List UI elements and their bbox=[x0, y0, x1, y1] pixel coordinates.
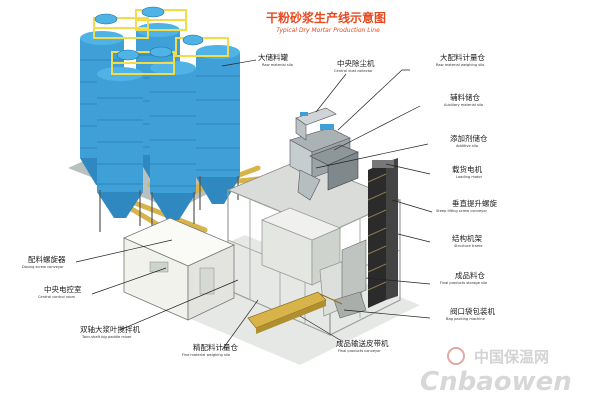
svg-text:Cnbaowen: Cnbaowen bbox=[420, 367, 572, 397]
svg-text:配料螺旋器: 配料螺旋器 bbox=[28, 254, 66, 264]
label-bag-packing-machine: 阀口袋包装机 Bag packing machine bbox=[446, 306, 495, 321]
svg-text:载货电机: 载货电机 bbox=[452, 164, 482, 174]
silo bbox=[97, 67, 143, 218]
lifting-screw-tower bbox=[367, 158, 398, 308]
silo bbox=[150, 61, 196, 220]
svg-text:Structure frame: Structure frame bbox=[454, 244, 483, 248]
watermark: 中国保温网 Cnbaowen bbox=[420, 347, 572, 397]
svg-text:大储料罐: 大储料罐 bbox=[258, 52, 288, 62]
label-dosing-screw-conveyor: 配料螺旋器 Dosing screw conveyor bbox=[22, 254, 66, 269]
raw-material-silos bbox=[80, 6, 240, 232]
label-central-dust-collector: 中央除尘机 Central dust collector bbox=[334, 58, 375, 73]
weighing-silos bbox=[289, 127, 359, 201]
label-fine-material-weighing-silo: 精配料计量仓 Fine material weighing silo bbox=[182, 342, 238, 357]
svg-text:Bag packing machine: Bag packing machine bbox=[446, 317, 486, 321]
label-auxiliary-material-silo: 辅料储仓 Auxiliary material silo bbox=[444, 92, 483, 107]
label-loading-motor: 载货电机 Loading motor bbox=[452, 164, 483, 179]
svg-text:Additive silo: Additive silo bbox=[456, 144, 478, 148]
svg-text:精配料计量仓: 精配料计量仓 bbox=[193, 342, 238, 352]
label-raw-material-silo: 大储料罐 Raw material silo bbox=[258, 52, 293, 67]
svg-text:中央除尘机: 中央除尘机 bbox=[337, 58, 375, 68]
svg-text:Central dust collector: Central dust collector bbox=[334, 69, 373, 73]
label-final-products-storage-silo: 成品料仓 Final products storage silo bbox=[440, 270, 487, 285]
label-twin-shaft-mixer: 双轴大浆叶搅拌机 Twin-shaft big paddle mixer bbox=[80, 324, 140, 339]
component-labels: 大储料罐 Raw material silo 中央除尘机 Central dus… bbox=[22, 52, 497, 357]
final-products-silo bbox=[333, 239, 367, 319]
label-raw-material-weighing-silo: 大配料计量仓 Raw material weighing silo bbox=[436, 52, 485, 67]
label-final-products-conveyor: 成品输送皮带机 Final products conveyor bbox=[336, 338, 389, 353]
svg-text:Auxiliary material silo: Auxiliary material silo bbox=[444, 103, 483, 107]
central-dust-collector bbox=[295, 107, 337, 141]
central-control-room bbox=[122, 217, 235, 321]
svg-text:阀口袋包装机: 阀口袋包装机 bbox=[450, 306, 495, 316]
final-products-conveyor bbox=[247, 291, 343, 334]
svg-text:Steep lifting screw conveyor: Steep lifting screw conveyor bbox=[436, 209, 487, 213]
svg-text:Final products storage silo: Final products storage silo bbox=[440, 281, 487, 285]
svg-text:添加剂储仓: 添加剂储仓 bbox=[450, 133, 488, 143]
silo-lids bbox=[94, 6, 204, 61]
svg-text:Central control room: Central control room bbox=[38, 295, 76, 299]
label-central-control-room: 中央电控室 Central control room bbox=[38, 284, 82, 299]
svg-text:中国保温网: 中国保温网 bbox=[474, 348, 549, 366]
svg-text:成品输送皮带机: 成品输送皮带机 bbox=[336, 338, 389, 348]
svg-text:Raw material weighing silo: Raw material weighing silo bbox=[436, 63, 484, 67]
svg-text:中央电控室: 中央电控室 bbox=[44, 284, 82, 294]
svg-text:结构机架: 结构机架 bbox=[452, 233, 482, 243]
svg-text:辅料储仓: 辅料储仓 bbox=[450, 92, 480, 102]
diagram-title: 干粉砂浆生产线示意图 bbox=[266, 10, 386, 25]
svg-text:Raw material silo: Raw material silo bbox=[262, 63, 293, 67]
svg-text:双轴大浆叶搅拌机: 双轴大浆叶搅拌机 bbox=[80, 324, 140, 334]
diagram-title-en: Typical Dry Mortar Production Line bbox=[276, 27, 380, 34]
svg-text:Loading motor: Loading motor bbox=[456, 175, 483, 179]
leader-lines bbox=[75, 59, 433, 351]
svg-text:Twin-shaft big paddle mixer: Twin-shaft big paddle mixer bbox=[81, 335, 132, 339]
svg-text:成品料仓: 成品料仓 bbox=[455, 270, 485, 280]
label-steep-lifting-screw: 垂直提升螺旋 Steep lifting screw conveyor bbox=[436, 198, 497, 213]
label-additive-silo: 添加剂储仓 Additive silo bbox=[450, 133, 488, 148]
silo bbox=[196, 45, 240, 204]
svg-text:Fine material weighing silo: Fine material weighing silo bbox=[182, 353, 230, 357]
watermark-logo-icon bbox=[447, 347, 465, 365]
svg-text:大配料计量仓: 大配料计量仓 bbox=[440, 52, 485, 62]
svg-text:Final products conveyor: Final products conveyor bbox=[338, 349, 381, 353]
label-structure-frame: 结构机架 Structure frame bbox=[452, 233, 483, 248]
svg-text:垂直提升螺旋: 垂直提升螺旋 bbox=[452, 198, 497, 208]
svg-text:Dosing screw conveyor: Dosing screw conveyor bbox=[22, 265, 64, 269]
silo-top-cages bbox=[93, 9, 229, 75]
